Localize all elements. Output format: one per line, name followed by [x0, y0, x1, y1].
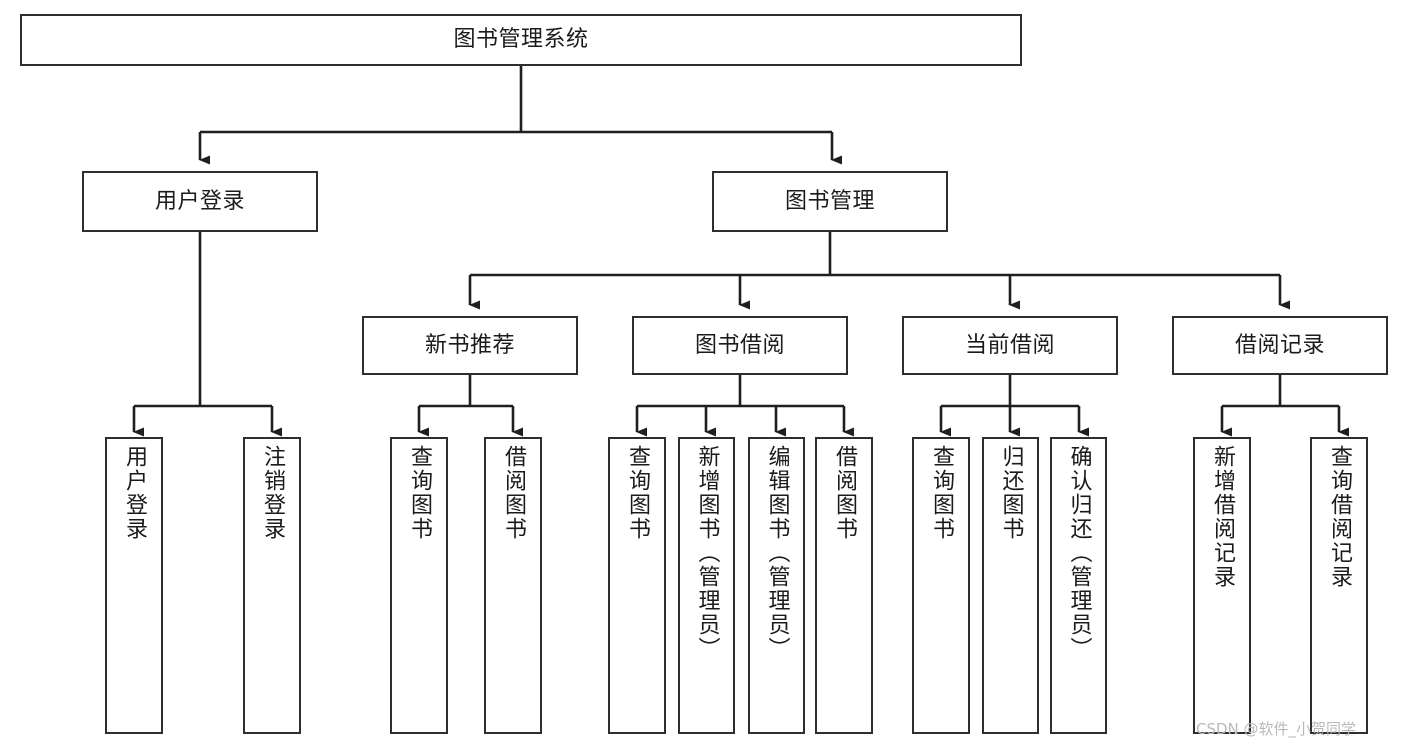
- node-book-borrowing[interactable]: 图书借阅: [632, 316, 848, 375]
- leaf-logout[interactable]: 注销登录: [243, 437, 301, 734]
- node-label: 查询图书: [929, 445, 954, 541]
- node-label: 查询图书: [625, 445, 650, 541]
- node-label: 查询图书: [407, 445, 432, 541]
- leaf-query-books-recommendation[interactable]: 查询图书: [390, 437, 448, 734]
- node-new-book-recommendation[interactable]: 新书推荐: [362, 316, 578, 375]
- node-label: 当前借阅: [964, 332, 1055, 358]
- node-label: 归还图书: [998, 445, 1024, 541]
- node-label: 新书推荐: [424, 332, 515, 358]
- leaf-query-books-borrowing[interactable]: 查询图书: [608, 437, 666, 734]
- leaf-borrow-books-recommendation[interactable]: 借阅图书: [484, 437, 542, 734]
- node-label: 用户登录: [154, 188, 245, 214]
- node-label: 借阅图书: [832, 445, 857, 541]
- leaf-borrow-books-borrowing[interactable]: 借阅图书: [815, 437, 873, 734]
- node-label: 查询借阅记录: [1327, 445, 1352, 589]
- node-label: 新增图书（管理员）: [694, 445, 720, 661]
- node-label: 图书管理: [784, 188, 875, 214]
- leaf-add-borrow-record[interactable]: 新增借阅记录: [1193, 437, 1251, 734]
- node-borrow-records[interactable]: 借阅记录: [1172, 316, 1388, 375]
- node-label: 确认归还（管理员）: [1066, 445, 1092, 661]
- node-book-management[interactable]: 图书管理: [712, 171, 948, 232]
- node-label: 借阅记录: [1234, 332, 1325, 358]
- leaf-query-borrow-record[interactable]: 查询借阅记录: [1310, 437, 1368, 734]
- node-label: 图书管理系统: [453, 27, 589, 53]
- leaf-confirm-return-admin[interactable]: 确认归还（管理员）: [1050, 437, 1107, 734]
- node-label: 注销登录: [260, 445, 285, 541]
- node-root[interactable]: 图书管理系统: [20, 14, 1022, 66]
- leaf-return-books[interactable]: 归还图书: [982, 437, 1039, 734]
- node-label: 用户登录: [122, 445, 147, 541]
- node-label: 编辑图书（管理员）: [764, 445, 790, 661]
- leaf-query-books-current[interactable]: 查询图书: [912, 437, 970, 734]
- leaf-edit-book-admin[interactable]: 编辑图书（管理员）: [748, 437, 805, 734]
- leaf-user-login[interactable]: 用户登录: [105, 437, 163, 734]
- node-user-login[interactable]: 用户登录: [82, 171, 318, 232]
- watermark: CSDN @软件_小贺同学: [1196, 720, 1357, 738]
- node-label: 借阅图书: [501, 445, 526, 541]
- node-label: 新增借阅记录: [1210, 445, 1235, 589]
- node-label: 图书借阅: [694, 332, 785, 358]
- leaf-add-book-admin[interactable]: 新增图书（管理员）: [678, 437, 735, 734]
- node-current-borrowing[interactable]: 当前借阅: [902, 316, 1118, 375]
